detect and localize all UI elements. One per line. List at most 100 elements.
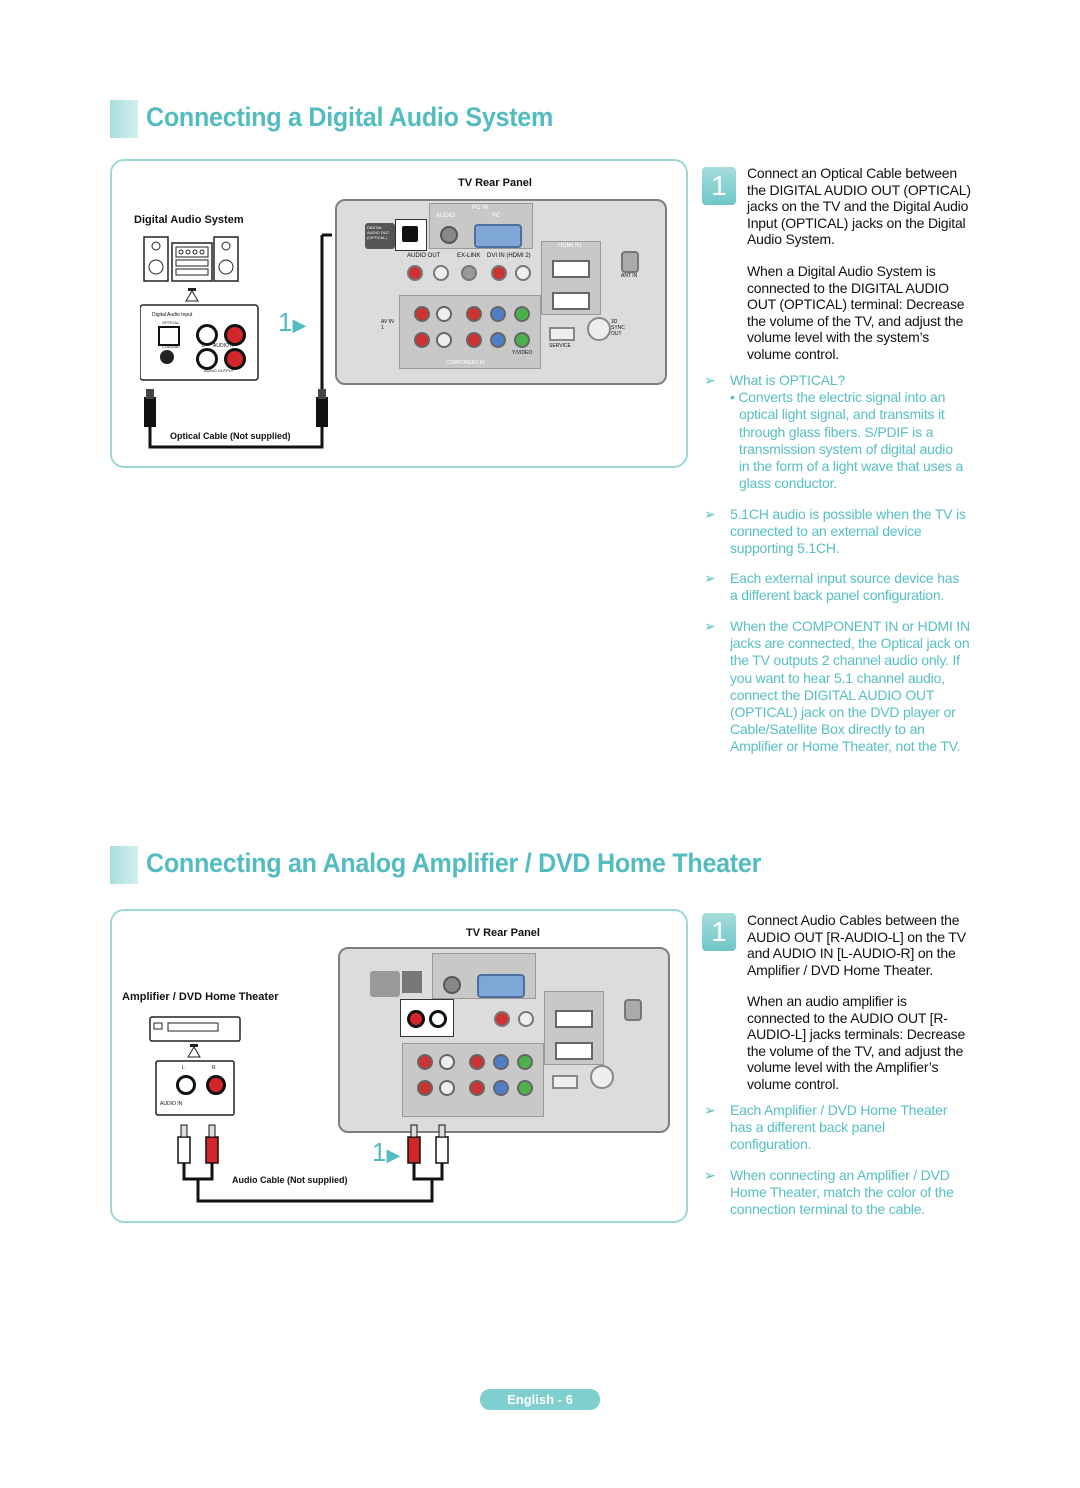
pc-in-group: PC IN AUDIO PC xyxy=(429,203,533,249)
optical-cable xyxy=(144,233,332,449)
play-arrow-icon: ▶ xyxy=(386,1145,401,1165)
audio-out-label: AUDIO OUT xyxy=(407,253,441,259)
ex-link-label: EX-LINK xyxy=(457,253,481,259)
sync-out-port xyxy=(590,1065,614,1089)
step-1-text: Connect Audio Cables between the AUDIO O… xyxy=(747,912,966,978)
section-title-digital-audio: Connecting a Digital Audio System xyxy=(110,100,670,138)
analog-amplifier-diagram: TV Rear Panel Amplifier / DVD Home Theat… xyxy=(110,909,688,1223)
device-l-label: L xyxy=(202,343,205,349)
title-accent-bar xyxy=(110,100,138,138)
note-body: • Converts the electric signal into an o… xyxy=(730,389,964,492)
hdmi-port-1 xyxy=(552,292,590,310)
diagram-step-number: 1 xyxy=(278,307,293,337)
component-group xyxy=(402,1043,544,1117)
note-body: When connecting an Amplifier / DVD Home … xyxy=(730,1167,954,1218)
note-body: When the COMPONENT IN or HDMI IN jacks a… xyxy=(730,618,970,755)
note-back-panel: ➢ Each external input source device has … xyxy=(704,570,970,604)
service-label: SERVICE xyxy=(549,343,571,349)
audio-cable xyxy=(177,1124,449,1203)
step-1-number: 1 xyxy=(702,913,736,951)
audio-out-group: AUDIO OUT EX-LINK DVI IN (HDMI 2) xyxy=(399,253,539,293)
video-label: Y/VIDEO xyxy=(512,350,533,356)
component-group: Y/VIDEO COMPONENT IN xyxy=(399,295,541,369)
note-arrow-icon: ➢ xyxy=(704,1167,716,1183)
dvi-audio-jacks xyxy=(490,1009,550,1029)
step-1-text: Connect an Optical Cable between the DIG… xyxy=(747,165,971,247)
service-port xyxy=(552,1075,578,1089)
note-5-1ch: ➢ 5.1CH audio is possible when the TV is… xyxy=(704,506,970,558)
diagram-step-marker: 1▶ xyxy=(278,307,306,338)
audio-out-highlight xyxy=(400,999,454,1037)
note-body: Each external input source device has a … xyxy=(730,570,960,604)
hdmi-group: HDMI IN xyxy=(541,241,601,315)
tv-rear-panel: DIGITAL AUDIO OUT (OPTICAL) PC IN AUDIO … xyxy=(335,199,667,385)
dvi-in-label: DVI IN (HDMI 2) xyxy=(487,253,531,259)
tv-rear-panel xyxy=(338,947,670,1133)
play-arrow-icon: ▶ xyxy=(292,315,307,335)
note-arrow-icon: ➢ xyxy=(704,506,716,522)
digital-input-label: Digital Audio Input xyxy=(152,312,193,318)
note-match-color: ➢ When connecting an Amplifier / DVD Hom… xyxy=(704,1167,966,1219)
diagram-step-marker: 1▶ xyxy=(372,1137,400,1168)
hdmi-group xyxy=(544,991,604,1065)
pc-audio-jack xyxy=(440,226,458,244)
audio-in-jack-r xyxy=(206,1075,226,1095)
page-number-tab: English - 6 xyxy=(480,1389,600,1410)
coaxial-label: COAXIAL xyxy=(162,344,180,349)
vga-port xyxy=(474,224,522,248)
device-l-label: L xyxy=(182,1065,185,1071)
optical-cable-label: Optical Cable (Not supplied) xyxy=(170,431,291,441)
audio-in-label: AUDIO IN xyxy=(160,1101,183,1107)
section-title-text: Connecting a Digital Audio System xyxy=(146,102,554,132)
note-arrow-icon: ➢ xyxy=(704,1102,716,1118)
note-component-hdmi: ➢ When the COMPONENT IN or HDMI IN jacks… xyxy=(704,618,974,756)
step-1-note: When an audio amplifier is connected to … xyxy=(747,993,966,1092)
note-arrow-icon: ➢ xyxy=(704,570,716,586)
optical-jack xyxy=(158,326,180,346)
audio-jack-r2 xyxy=(224,348,246,370)
service-port xyxy=(549,327,575,341)
digital-audio-out-label: DIGITAL AUDIO OUT (OPTICAL) xyxy=(367,225,390,240)
note-arrow-icon: ➢ xyxy=(704,372,716,388)
diagram-step-number: 1 xyxy=(372,1137,387,1167)
optical-port xyxy=(402,971,422,993)
hdmi-port-2 xyxy=(552,260,590,278)
optical-port-highlight xyxy=(395,219,427,251)
ant-in-jack xyxy=(624,999,642,1021)
amplifier-rear-panel: L R AUDIO IN xyxy=(156,1061,234,1115)
device-r-label: R xyxy=(212,1065,216,1071)
note-body: 5.1CH audio is possible when the TV is c… xyxy=(730,506,966,557)
tv-rear-panel-label: TV Rear Panel xyxy=(458,177,532,189)
av-in-label: AV IN 1 xyxy=(381,319,394,331)
device-r-label: R xyxy=(230,343,234,349)
ant-in-label: ANT IN xyxy=(621,273,638,279)
coaxial-jack xyxy=(160,350,174,364)
audio-cable-label: Audio Cable (Not supplied) xyxy=(232,1175,348,1185)
digital-audio-out-port xyxy=(370,971,400,997)
audio-jack-r xyxy=(224,324,246,346)
sync-out-port xyxy=(587,317,611,341)
note-heading: What is OPTICAL? xyxy=(730,372,846,388)
audio-jack-l xyxy=(196,324,218,346)
digital-audio-out-port: DIGITAL AUDIO OUT (OPTICAL) xyxy=(365,223,395,249)
ant-in-jack xyxy=(621,251,639,273)
note-body: Each Amplifier / DVD Home Theater has a … xyxy=(730,1102,948,1153)
pc-label: PC xyxy=(492,213,501,219)
tv-rear-panel-label: TV Rear Panel xyxy=(466,927,540,939)
note-amplifier-panel: ➢ Each Amplifier / DVD Home Theater has … xyxy=(704,1102,960,1154)
note-what-is-optical: ➢ What is OPTICAL? • Converts the electr… xyxy=(704,372,970,492)
sync-out-label: 3D SYNC OUT xyxy=(611,319,625,337)
audio-output-label: AUDIO OUTPUT xyxy=(204,368,235,373)
audio-label: AUDIO xyxy=(436,213,456,219)
section-title-text: Connecting an Analog Amplifier / DVD Hom… xyxy=(146,848,762,878)
pc-in-group xyxy=(432,953,536,999)
hdmi-in-label: HDMI IN xyxy=(558,243,581,249)
device-label: Amplifier / DVD Home Theater xyxy=(122,991,279,1003)
audio-in-jack-l xyxy=(176,1075,196,1095)
component-in-label: COMPONENT IN xyxy=(446,360,485,366)
digital-audio-diagram: TV Rear Panel Digital Audio System Digit… xyxy=(110,159,688,468)
section-title-analog-amplifier: Connecting an Analog Amplifier / DVD Hom… xyxy=(110,846,761,884)
device-label: Digital Audio System xyxy=(134,214,244,226)
step-1-note: When a Digital Audio System is connected… xyxy=(747,263,965,362)
step-1-number: 1 xyxy=(702,167,736,205)
